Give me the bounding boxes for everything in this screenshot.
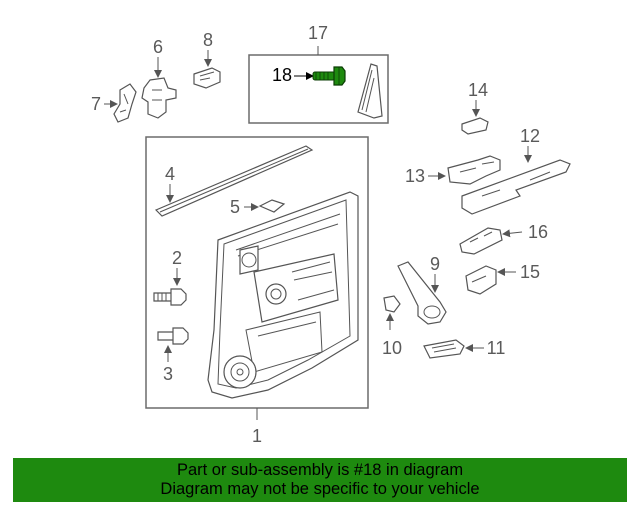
callout-12: 12 <box>520 126 540 146</box>
leader-16 <box>502 229 523 238</box>
callout-6: 6 <box>153 37 163 57</box>
part-12[interactable]: 12 <box>461 126 571 215</box>
part-info-banner: Part or sub-assembly is #18 in diagram D… <box>13 458 627 502</box>
part-16[interactable]: 16 <box>459 222 548 255</box>
callout-18: 18 <box>272 65 292 85</box>
callout-14: 14 <box>468 80 488 100</box>
callout-8: 8 <box>203 30 213 50</box>
callout-2: 2 <box>172 248 182 268</box>
part-2[interactable]: 2 <box>153 248 187 306</box>
parts-diagram: 17 18 6 8 7 <box>91 23 571 446</box>
callout-10: 10 <box>382 338 402 358</box>
part-3[interactable]: 3 <box>157 327 189 384</box>
callout-16: 16 <box>528 222 548 242</box>
door-trim-panel <box>207 191 359 399</box>
part-18-bolt[interactable] <box>312 66 346 86</box>
banner-line-1: Part or sub-assembly is #18 in diagram <box>176 461 464 479</box>
part-17-trim <box>357 63 383 119</box>
callout-1: 1 <box>252 426 262 446</box>
part-1-group[interactable]: 1 4 <box>145 136 369 446</box>
callout-3: 3 <box>163 364 173 384</box>
part-13[interactable]: 13 <box>405 155 501 186</box>
part-6[interactable]: 6 <box>141 37 177 119</box>
callout-17: 17 <box>308 23 328 43</box>
part-15[interactable]: 15 <box>465 262 540 295</box>
callout-7: 7 <box>91 94 101 114</box>
callout-15: 15 <box>520 262 540 282</box>
part-9[interactable]: 9 <box>397 254 447 325</box>
part-17-group[interactable]: 17 18 <box>248 23 389 124</box>
part-4[interactable]: 4 <box>154 145 314 217</box>
part-14[interactable]: 14 <box>461 80 489 135</box>
part-8[interactable]: 8 <box>193 30 221 89</box>
callout-13: 13 <box>405 166 425 186</box>
part-7[interactable]: 7 <box>91 83 137 123</box>
callout-4: 4 <box>165 164 175 184</box>
banner-line-2: Diagram may not be specific to your vehi… <box>160 480 480 498</box>
part-11[interactable]: 11 <box>423 338 506 359</box>
part-10[interactable]: 10 <box>382 295 402 358</box>
callout-9: 9 <box>430 254 440 274</box>
part-5[interactable]: 5 <box>230 197 286 217</box>
callout-5: 5 <box>230 197 240 217</box>
callout-11: 11 <box>487 338 506 358</box>
